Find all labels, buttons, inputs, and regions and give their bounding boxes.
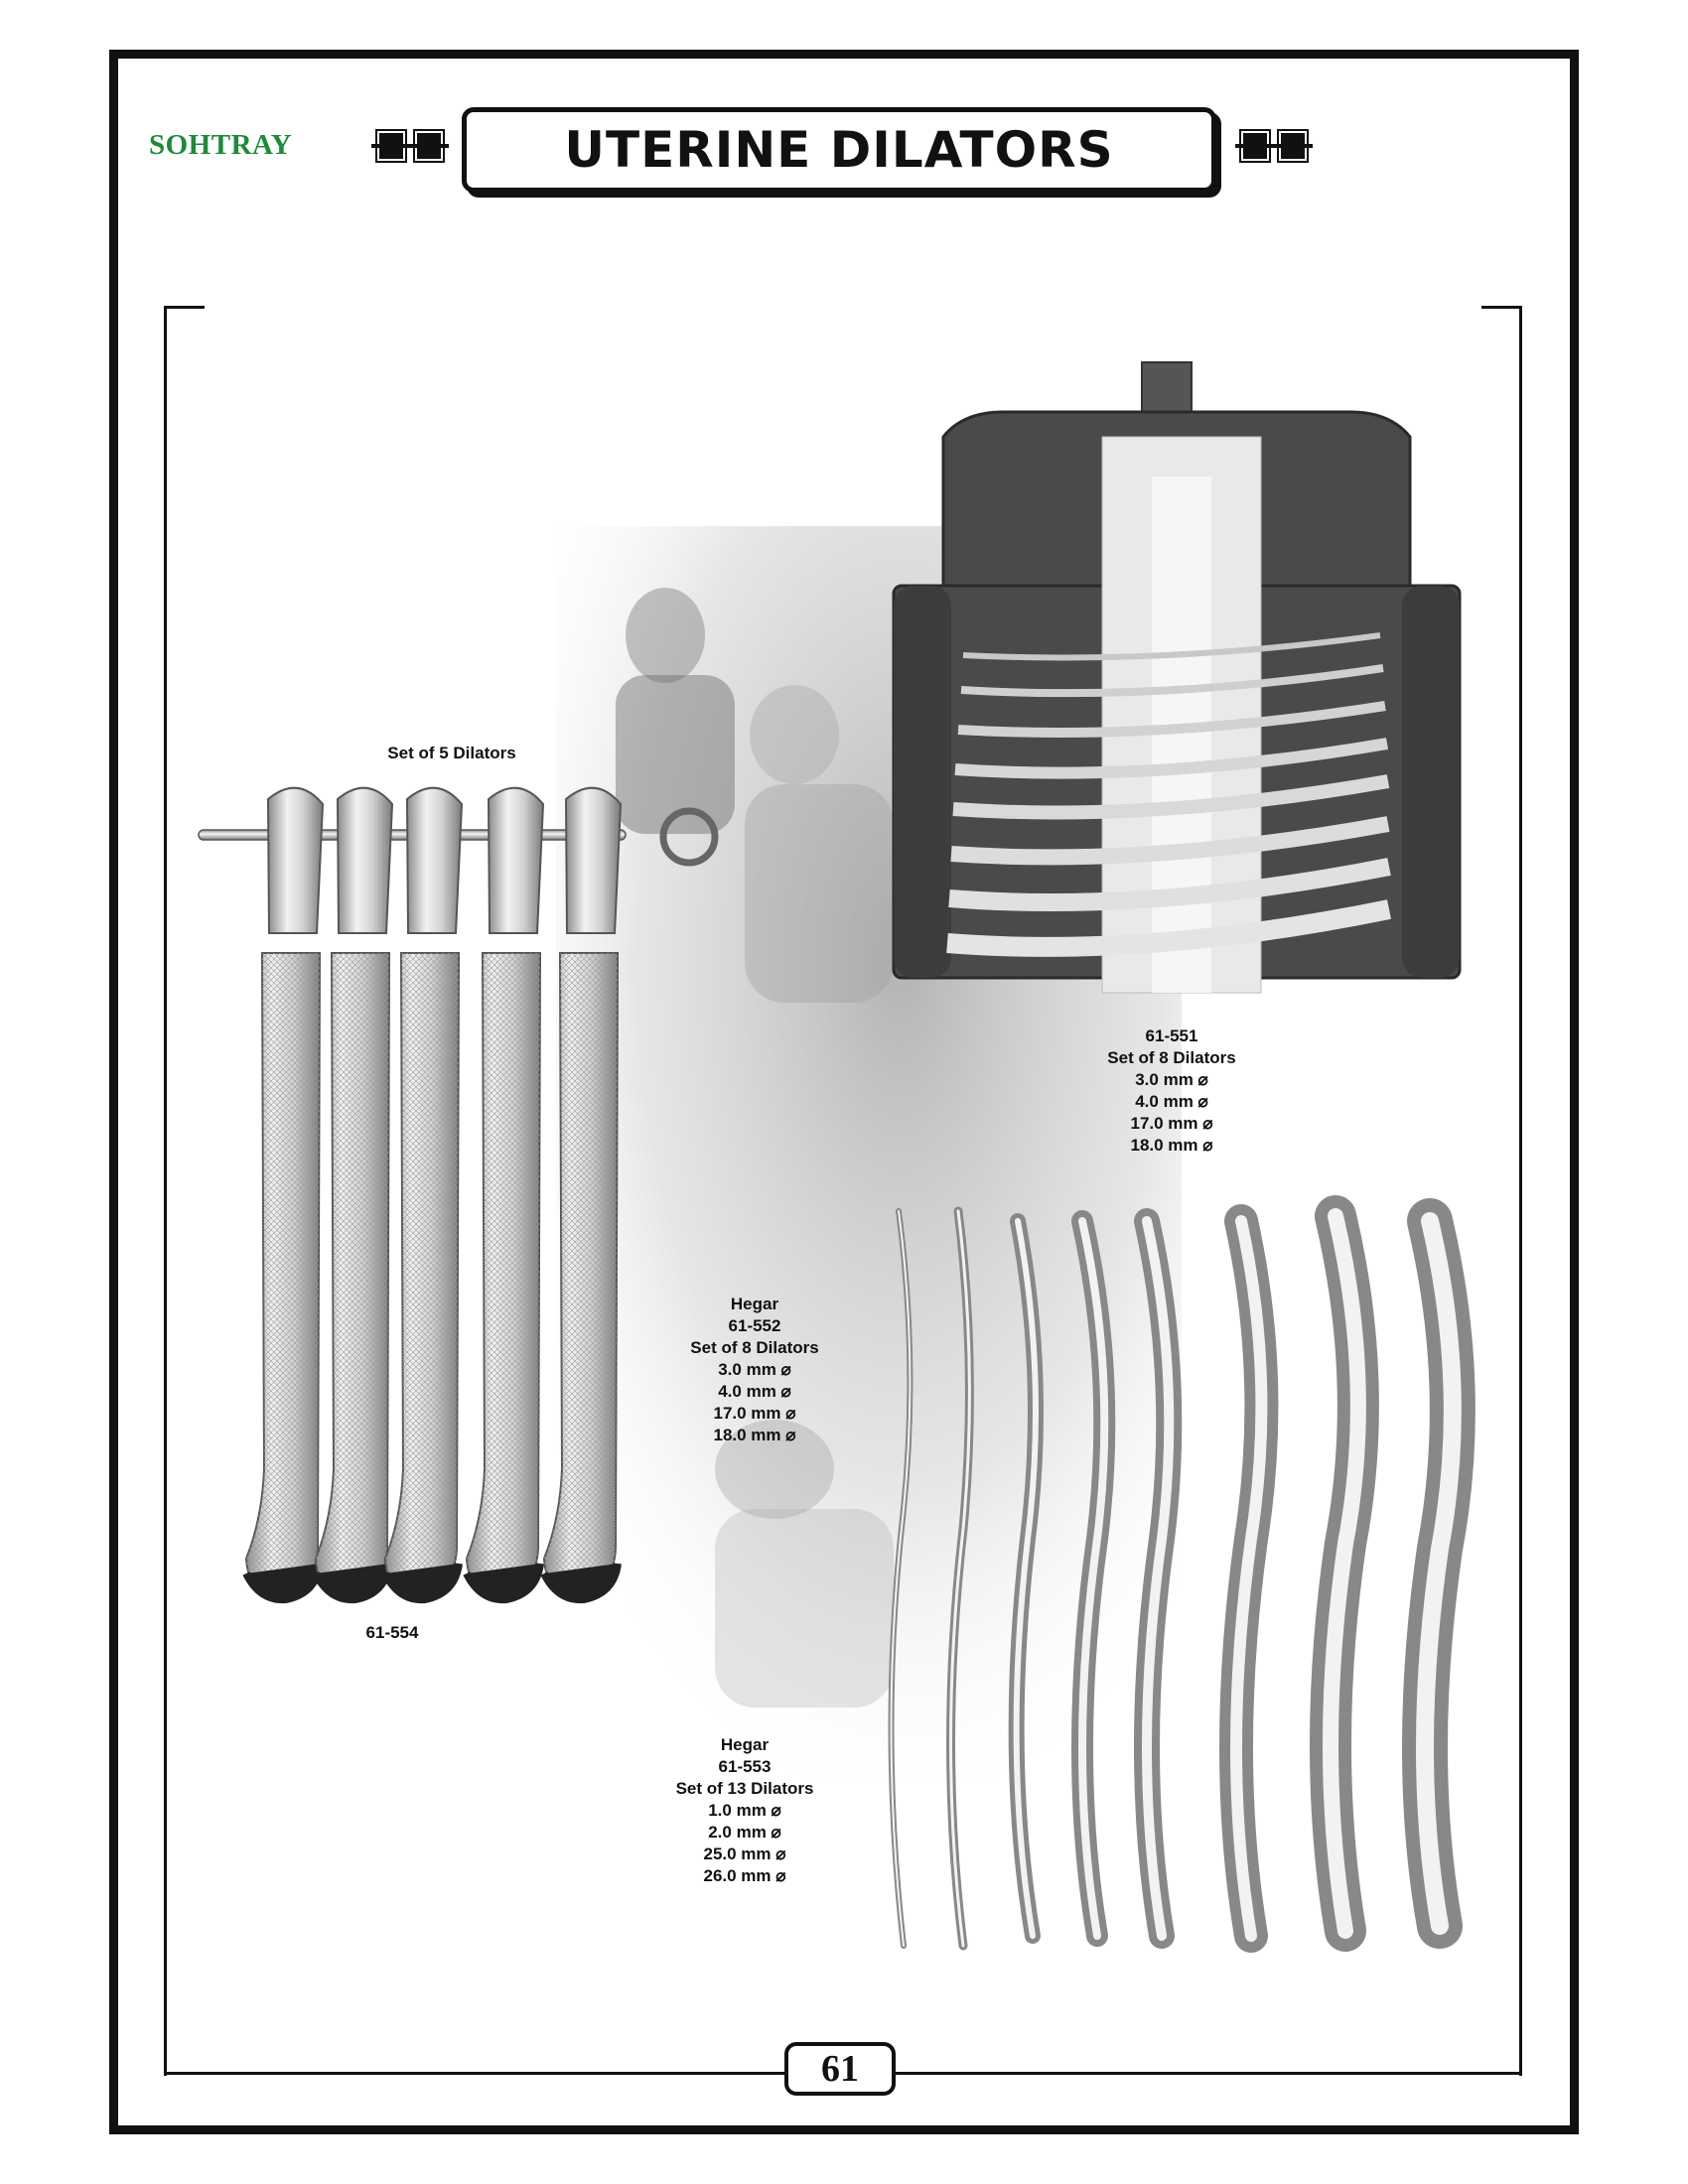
- set-of-5-heading-text: Set of 5 Dilators: [387, 744, 516, 762]
- product-code-61-552: 61-552: [728, 1316, 781, 1335]
- size-value: 25.0 mm: [626, 1843, 864, 1865]
- size-value: 3.0 mm: [645, 1359, 864, 1381]
- caption-61-551: 61-551 Set of 8 Dilators 3.0 mm 4.0 mm 1…: [1062, 1025, 1281, 1157]
- product-name-hegar: Hegar: [730, 1295, 779, 1313]
- hegar-dilators-image: [888, 1195, 1476, 1953]
- size-value: 2.0 mm: [626, 1822, 864, 1843]
- set-of-5-code: 61-554: [343, 1622, 442, 1644]
- product-code-61-553: 61-553: [718, 1757, 772, 1776]
- caption-61-552: Hegar 61-552 Set of 8 Dilators 3.0 mm 4.…: [645, 1294, 864, 1446]
- page-number-box: 61: [784, 2042, 896, 2096]
- size-value: 4.0 mm: [1062, 1091, 1281, 1113]
- dilator-pouch-image: [892, 361, 1462, 994]
- set-description: Set of 8 Dilators: [1107, 1048, 1236, 1067]
- product-name-hegar: Hegar: [720, 1735, 770, 1754]
- size-value: 4.0 mm: [645, 1381, 864, 1403]
- size-value: 18.0 mm: [645, 1425, 864, 1446]
- brand-name: SOHTRAY: [149, 129, 293, 161]
- page-frame: [109, 50, 1579, 2134]
- page-title: UTERINE DILATORS: [564, 121, 1114, 179]
- caption-61-553: Hegar 61-553 Set of 13 Dilators 1.0 mm 2…: [626, 1734, 864, 1887]
- size-value: 26.0 mm: [626, 1865, 864, 1887]
- product-code-61-554: 61-554: [365, 1623, 419, 1642]
- size-value: 3.0 mm: [1062, 1069, 1281, 1091]
- title-banner: UTERINE DILATORS: [462, 107, 1216, 193]
- content-bracket-right: [1481, 306, 1522, 2076]
- product-code-61-551: 61-551: [1145, 1026, 1198, 1045]
- size-value: 18.0 mm: [1062, 1135, 1281, 1157]
- size-value: 17.0 mm: [1062, 1113, 1281, 1135]
- title-ornament-right: [1235, 129, 1313, 163]
- title-ornament-left: [371, 129, 449, 163]
- size-value: 17.0 mm: [645, 1403, 864, 1425]
- page-number: 61: [821, 2048, 859, 2090]
- set-of-5-dilators-image: [198, 788, 719, 1599]
- content-bracket-left: [164, 306, 205, 2076]
- set-of-5-heading: Set of 5 Dilators: [367, 743, 536, 764]
- set-description: Set of 13 Dilators: [675, 1779, 814, 1798]
- set-description: Set of 8 Dilators: [690, 1338, 819, 1357]
- size-value: 1.0 mm: [626, 1800, 864, 1822]
